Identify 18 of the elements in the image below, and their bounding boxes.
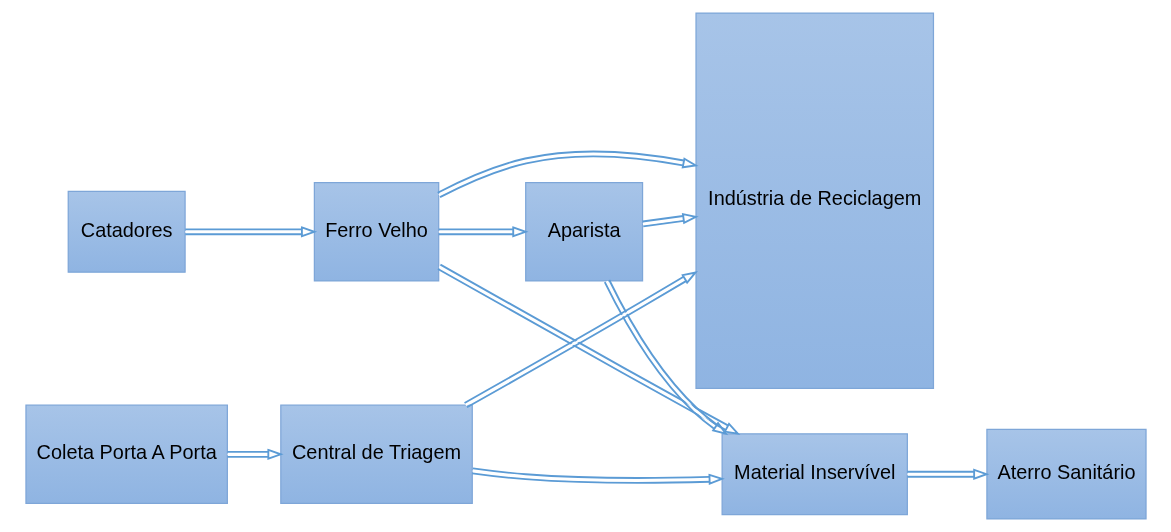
arrow [470, 467, 725, 485]
node-box: Coleta Porta A Porta [24, 404, 228, 505]
arrow [463, 271, 698, 409]
arrow [226, 448, 284, 460]
arrow [436, 263, 740, 435]
arrow [437, 226, 528, 238]
arrow [905, 468, 989, 480]
arrow [641, 212, 699, 228]
arrow [603, 279, 728, 436]
arrow [436, 150, 699, 199]
node-box: Aterro Sanitário [985, 428, 1147, 520]
node-box: Central de Triagem [279, 404, 473, 505]
node-box: Ferro Velho [313, 182, 439, 282]
node-box: Catadores [67, 190, 186, 273]
node-box: Indústria de Reciclagem [694, 12, 934, 390]
node-box: Material Inservível [721, 433, 908, 516]
node-box: Aparista [524, 182, 643, 282]
arrow [183, 226, 317, 238]
